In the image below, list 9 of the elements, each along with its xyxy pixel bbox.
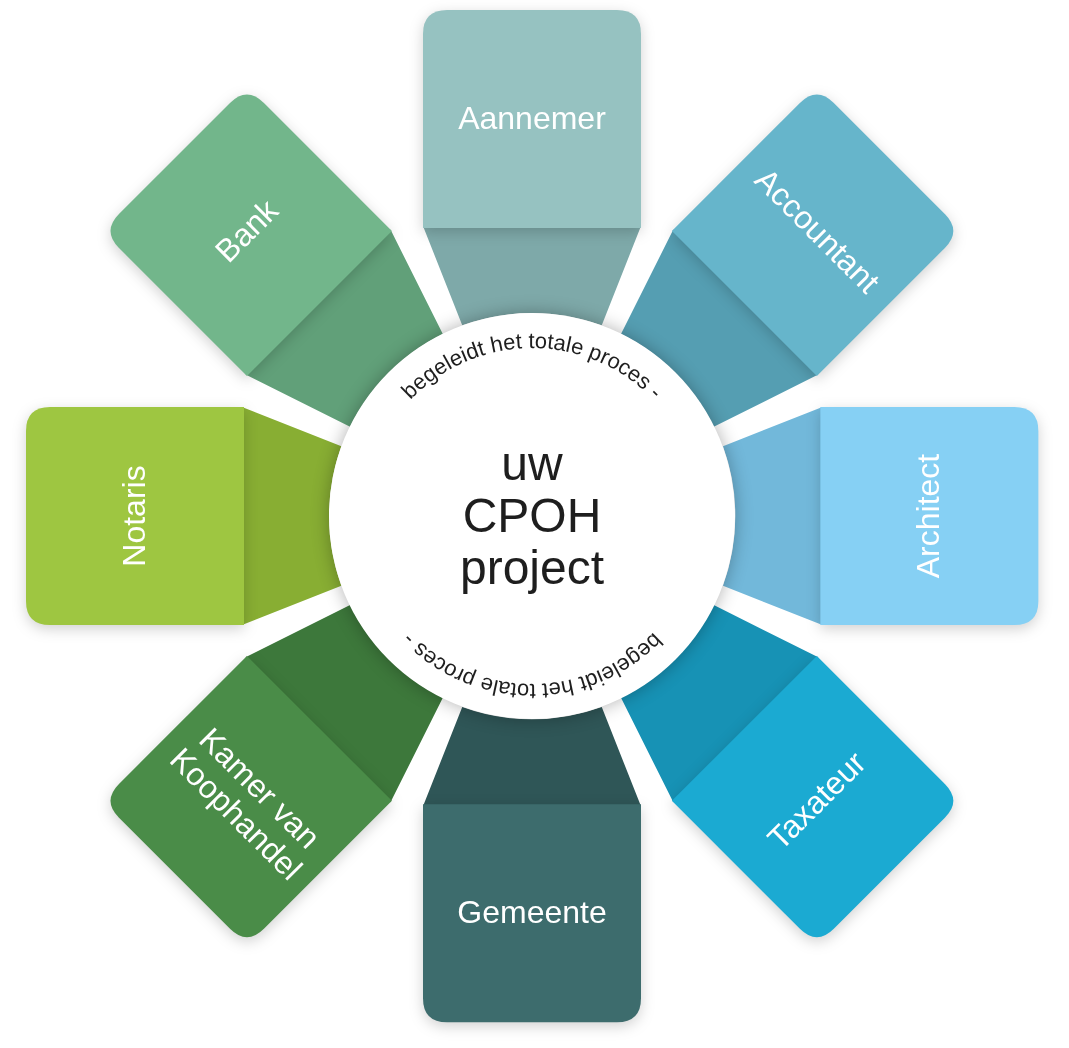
tile-label: Gemeente bbox=[457, 895, 607, 931]
folded-tile bbox=[26, 407, 342, 625]
folded-tile bbox=[423, 706, 641, 1022]
tile-label: Notaris bbox=[117, 465, 153, 567]
tile-label: Aannemer bbox=[458, 101, 606, 137]
folded-tile bbox=[722, 407, 1038, 625]
tile-label: Architect bbox=[911, 453, 947, 579]
hub-title: uw CPOH project bbox=[459, 438, 605, 594]
folded-tile bbox=[423, 10, 641, 326]
